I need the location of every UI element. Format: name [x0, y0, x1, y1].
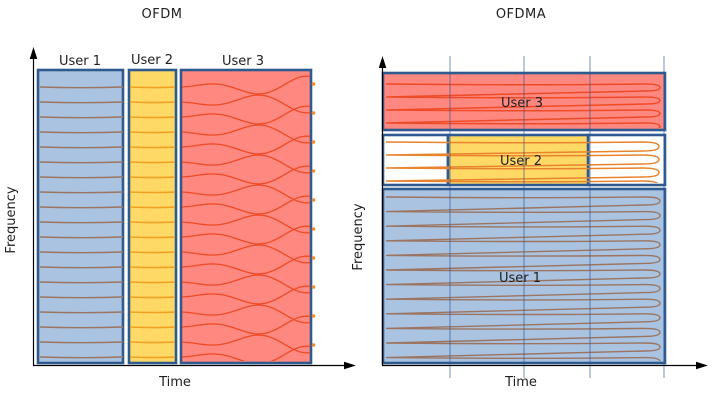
wave-line — [130, 221, 175, 224]
wave-line — [39, 341, 123, 344]
ofdm-subcarriers-user3 — [182, 75, 310, 361]
ofdm-y-axis-label: Frequency — [4, 186, 19, 253]
wave-line — [39, 236, 123, 239]
subcarrier-edge-dot — [311, 285, 316, 289]
wave-line — [39, 191, 123, 194]
ofdma-x-axis-arrow — [696, 361, 708, 370]
wave-line — [182, 75, 310, 95]
subcarrier-edge-dot — [311, 256, 316, 260]
wave-line — [39, 86, 123, 89]
ofdma-subcarriers-user3 — [385, 83, 661, 128]
wave-line — [182, 244, 310, 264]
wave-line — [182, 214, 310, 234]
subcarrier-edge-dot — [311, 111, 316, 115]
ofdm-diagram: OFDM User 1 User 2 User 3 Frequency Time — [4, 7, 356, 390]
wave-line — [130, 236, 175, 239]
wave-line — [182, 195, 310, 215]
wave-line — [182, 315, 310, 335]
ofdm-user2-box — [127, 68, 178, 365]
subcarrier-edge-dot — [311, 169, 316, 173]
subcarrier-edge-dot — [311, 140, 316, 144]
ofdm-x-axis-arrow — [344, 361, 356, 370]
wave-line — [182, 334, 310, 354]
wave-line — [130, 161, 175, 164]
ofdm-title: OFDM — [142, 7, 183, 22]
ofdm-user1-box — [36, 68, 125, 365]
wave-line — [182, 285, 310, 305]
subcarrier-edge-dot — [311, 82, 316, 86]
wave-line — [39, 221, 123, 224]
ofdma-y-axis-arrow — [378, 56, 387, 68]
wave-line — [39, 326, 123, 329]
wave-line — [39, 116, 123, 119]
wave-line — [39, 356, 123, 359]
wave-line — [130, 296, 175, 299]
wave-line — [130, 176, 175, 179]
ofdm-user3-label: User 3 — [222, 54, 264, 69]
ofdm-edge-dots — [311, 82, 316, 347]
ofdm-x-axis-label: Time — [158, 375, 191, 390]
wave-line — [182, 255, 310, 275]
wave-line — [130, 116, 175, 119]
wave-line — [130, 206, 175, 209]
wave-line — [182, 165, 310, 185]
wave-line — [130, 341, 175, 344]
wave-line — [130, 146, 175, 149]
wave-line — [39, 266, 123, 269]
ofdma-y-axis-label: Frequency — [351, 203, 366, 270]
ofdm-user1-label: User 1 — [59, 54, 101, 69]
wave-line — [39, 311, 123, 314]
wave-line — [182, 124, 310, 144]
wave-line — [130, 131, 175, 134]
wave-line — [39, 101, 123, 104]
ofdma-subcarriers-user1 — [385, 196, 661, 361]
ofdma-diagram: OFDMA User 3 User 2 User 1 Frequency Tim… — [351, 7, 708, 390]
subcarrier-edge-dot — [311, 343, 316, 347]
subcarrier-edge-dot — [311, 314, 316, 318]
subcarrier-edge-dot — [311, 198, 316, 202]
wave-line — [182, 225, 310, 245]
wave-line — [182, 184, 310, 204]
ofdma-x-axis-label: Time — [504, 375, 537, 390]
ofdma-time-gridlines — [449, 56, 665, 378]
wave-line — [385, 196, 661, 361]
wave-line — [182, 345, 310, 361]
wave-line — [182, 94, 310, 114]
wave-line — [385, 83, 661, 128]
wave-line — [130, 266, 175, 269]
ofdm-subcarriers-user2 — [130, 86, 175, 359]
wave-line — [39, 251, 123, 254]
wave-line — [130, 326, 175, 329]
wave-line — [39, 206, 123, 209]
wave-line — [130, 311, 175, 314]
wave-line — [182, 105, 310, 125]
wave-line — [182, 154, 310, 174]
wave-line — [39, 281, 123, 284]
wave-line — [130, 251, 175, 254]
ofdm-user2-label: User 2 — [131, 53, 173, 68]
wave-line — [39, 296, 123, 299]
wave-line — [39, 161, 123, 164]
wave-line — [130, 101, 175, 104]
wave-line — [130, 356, 175, 359]
ofdm-subcarriers-user1 — [39, 86, 123, 359]
subcarrier-edge-dot — [311, 227, 316, 231]
wave-line — [39, 146, 123, 149]
wave-line — [130, 191, 175, 194]
wave-line — [39, 131, 123, 134]
wave-line — [39, 176, 123, 179]
ofdma-user3-label: User 3 — [501, 96, 543, 111]
wave-line — [182, 304, 310, 324]
wave-line — [385, 141, 660, 183]
ofdma-title: OFDMA — [496, 7, 546, 22]
ofdma-user2-label: User 2 — [500, 154, 542, 169]
wave-line — [130, 281, 175, 284]
wave-line — [130, 86, 175, 89]
wave-line — [182, 135, 310, 155]
ofdma-subcarriers-user2 — [385, 141, 660, 183]
ofdma-user1-label: User 1 — [499, 271, 541, 286]
wave-line — [182, 274, 310, 294]
ofdm-y-axis-arrow — [29, 47, 38, 59]
